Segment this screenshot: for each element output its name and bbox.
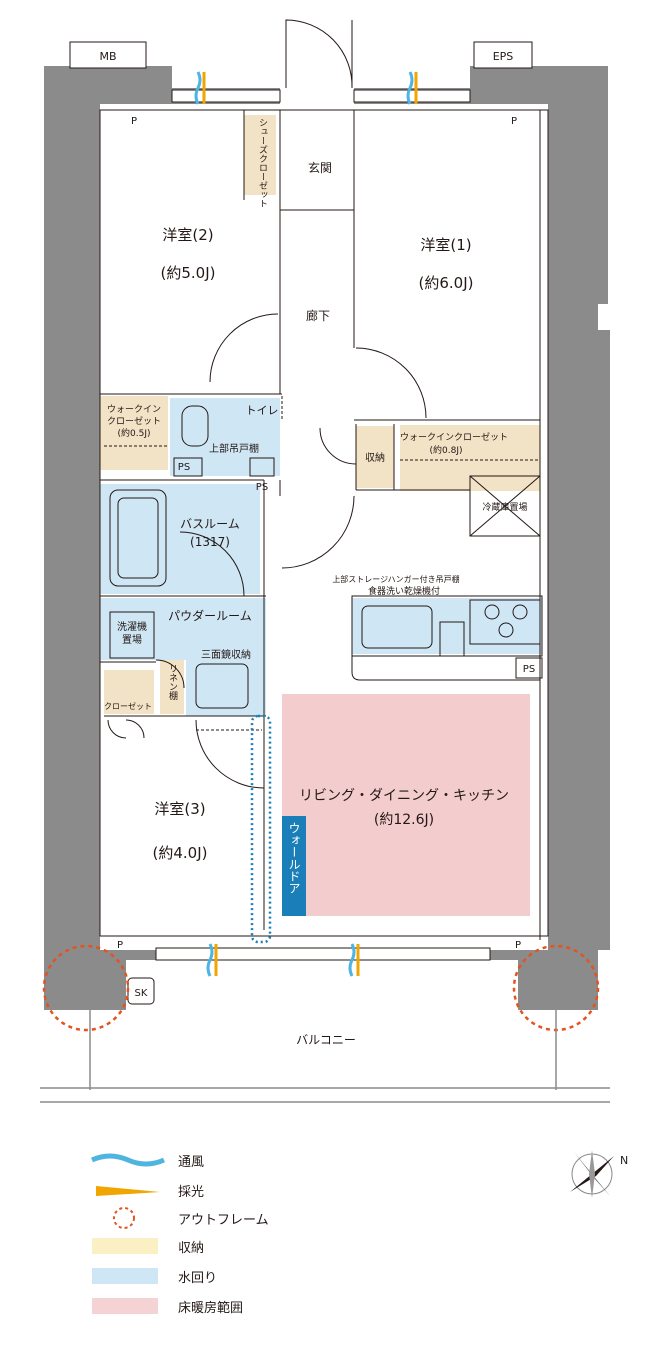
closet-area [104,670,154,714]
fixtures [109,405,541,1005]
wall-door-label-box [282,816,306,916]
sk-label: SK [135,988,148,999]
storage-area [356,426,394,488]
linen-area [160,658,184,714]
p-label-br: P [515,940,521,951]
legend-label-ventilation: 通風 [178,1155,204,1170]
wic-left-area [100,396,168,470]
legend-swatch-storage [92,1238,158,1254]
toilet-area [170,398,280,476]
p-label-tl: P [131,116,137,127]
legend: 通風 採光 アウトフレーム 収納 水回り 床暖房範囲 [90,1153,269,1316]
legend-label-outframe: アウトフレーム [178,1213,269,1228]
ps-label-2: PS [256,482,268,493]
legend-label-daylight: 採光 [178,1185,204,1200]
wall-door-outline [250,714,272,944]
powder-room-area [100,598,266,660]
floor-heating-area [282,694,530,916]
toilet-label: トイレ [246,404,279,417]
legend-swatch-ventilation [90,1153,166,1167]
washer-line1: 洗濯機 [117,620,147,633]
ventilation-markers [194,71,418,977]
storage-label: 収納 [365,451,385,464]
room-lines [99,109,549,940]
kitchen-note1: 上部ストレージハンガー付き吊戸棚 [332,574,459,584]
kitchen-counter-area [352,598,542,654]
p-label-tr: P [511,116,517,127]
bathroom-name: バスルーム [180,517,240,531]
legend-label-floor-heating: 床暖房範囲 [178,1300,243,1316]
fridge-label: 冷蔵庫置場 [482,501,527,513]
balcony-railing [40,1010,610,1103]
room-western1-size: (約6.0J) [419,274,474,292]
walls [44,66,610,1010]
room-ldk-size: (約12.6J) [374,812,434,828]
mb-label: MB [99,50,116,63]
powder-room-lower-area [186,660,266,716]
legend-swatch-outframe [113,1207,135,1229]
room-western3-name: 洋室(3) [154,800,205,818]
triple-mirror-label: 三面鏡収納 [201,648,251,661]
wic-left-line1: ウォークイン [107,404,161,415]
legend-label-water: 水回り [178,1271,217,1286]
ps-label-3: PS [523,664,535,675]
legend-swatch-floor-heating [92,1298,158,1314]
balcony-label: バルコニー [296,1033,356,1047]
ps-label-1: PS [178,462,190,473]
legend-swatch-water [92,1268,158,1284]
hallway-label: 廊下 [306,308,330,323]
bathroom-area [100,484,260,594]
shoe-closet-area [244,115,276,195]
room-western1-name: 洋室(1) [420,236,471,254]
toilet-shelf-label: 上部吊戸棚 [209,442,259,455]
compass-north-label: N [620,1154,628,1167]
room-western2-name: 洋室(2) [162,226,213,244]
room-ldk-name: リビング・ダイニング・キッチン [299,788,509,804]
shoe-closet-label: シューズクローゼット [257,118,268,208]
door-swings [107,19,427,789]
eps-label: EPS [493,50,514,63]
closet-label: クローゼット [104,701,152,711]
wall-door-label: ウォールドア [287,822,301,894]
outframe-left [42,944,130,1032]
linen-label: リネン棚 [167,664,178,701]
compass-icon: N [570,1150,628,1198]
wic-right-line1: ウォークインクローゼット [400,431,508,443]
room-western3-size: (約4.0J) [153,844,208,862]
wic-right-line2: (約0.8J) [430,444,463,456]
legend-swatch-daylight [96,1186,160,1196]
room-western2-size: (約5.0J) [161,264,216,282]
kitchen-note2: 食器洗い乾燥機付 [368,585,440,597]
bathroom-size: (1317) [190,535,230,549]
p-label-bl: P [117,940,123,951]
powder-room-label: パウダールーム [168,608,252,623]
wic-left-line3: (約0.5J) [118,427,151,439]
washer-line2: 置場 [122,633,142,646]
entrance-label: 玄関 [308,160,332,175]
legend-label-storage: 収納 [178,1241,204,1256]
wic-left-line2: クローゼット [107,415,161,427]
